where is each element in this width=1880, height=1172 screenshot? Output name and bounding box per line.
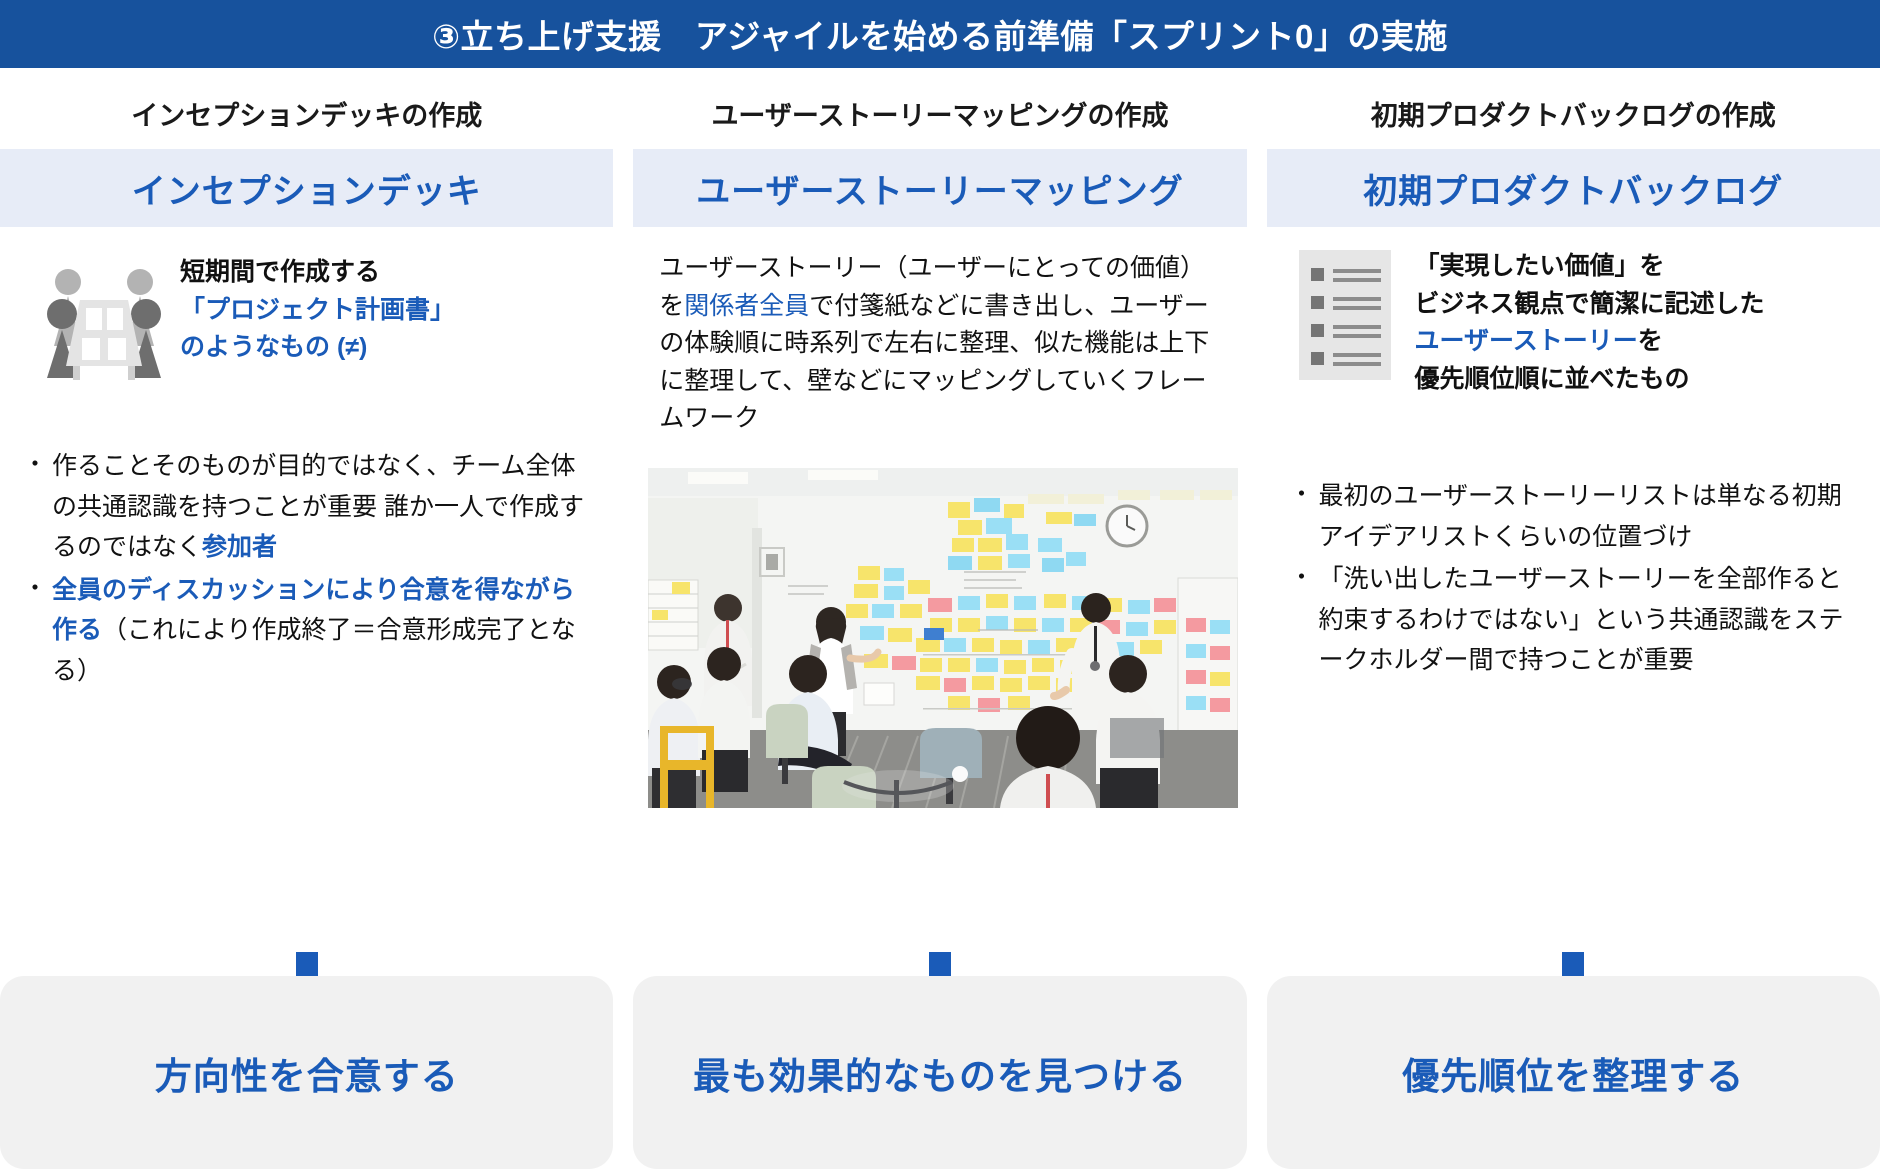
list-item: ・ 全員のディスカッションにより合意を得ながら作る（これにより作成終了＝合意形成… [18,570,595,692]
column-initial-product-backlog: 初期プロダクトバックログの作成 初期プロダクトバックログ [1266,68,1880,1172]
lead-segment-plain: ユーザーストーリー（ユーザーにとっての価値）を [659,254,1206,320]
column-inception-deck: インセプションデッキの作成 インセプションデッキ [0,68,614,1172]
bullet-segment-plain: （これにより作成終了＝合意形成完了となる） [52,616,576,685]
meeting-table-icon [44,260,164,385]
column-band-label: ユーザーストーリーマッピング [696,172,1184,211]
bullet-dot-icon: ・ [23,574,47,602]
lead-line-plain: 短期間で作成する [180,258,381,286]
list-item-text: 最初のユーザーストーリーリストは単なる初期アイデアリストくらいの位置づけ [1318,482,1842,551]
result-label: 方向性を合意する [154,1055,459,1097]
user-story-mapping-workshop-photo [648,468,1239,808]
bullet-dot-icon: ・ [23,451,47,478]
bullet-segment-highlight: 参加者 [202,533,278,561]
result-label: 最も効果的なものを見つける [693,1055,1187,1097]
column-heading: ユーザーストーリーマッピングの作成 [711,101,1169,131]
result-label: 優先順位を整理する [1402,1055,1745,1097]
column-lead-text: 「実現したい価値」を ビジネス観点で簡潔に記述した ユーザーストーリーを 優先順… [1415,248,1765,398]
columns-container: インセプションデッキの作成 インセプションデッキ [0,68,1880,1172]
bullet-segment-highlight: 全員のディスカッションにより合意を得ながら作る [52,575,575,645]
result-box: 優先順位を整理する [1266,976,1880,1169]
column-intro: 短期間で作成する 「プロジェクト計画書」 のようなもの (≠) [0,254,613,385]
column-band-label: インセプションデッキ [131,172,482,211]
lead-line-mixed: ユーザーストーリーを [1415,323,1765,361]
list-item: ・ 「洗い出したユーザーストーリーを全部作ると約束するわけではない」という共通認… [1285,559,1862,681]
lead-line-plain-3: 優先順位順に並べたもの [1414,364,1690,393]
column-intro: ユーザーストーリー（ユーザーにとっての価値）を関係者全員で付箋紙などに書き出し、… [633,250,1246,438]
column-bullet-list: ・ 作ることそのものが目的ではなく、チーム全体の共通認識を持つことが重要 誰か一… [0,446,613,693]
column-band-label: 初期プロダクトバックログ [1363,172,1784,211]
column-lead-text: ユーザーストーリー（ユーザーにとっての価値）を関係者全員で付箋紙などに書き出し、… [659,250,1220,438]
result-box: 最も効果的なものを見つける [633,976,1247,1169]
bullet-dot-icon: ・ [1289,564,1314,591]
lead-segment-highlight: ユーザーストーリー [1414,327,1638,355]
lead-line-highlight-2: のようなもの (≠) [180,333,368,361]
lead-line-plain: 「実現したい価値」を [1414,252,1665,280]
lead-segment-plain-2: で付箋紙などに書き出し、ユーザーの体験順に時系列で左右に整理、似た機能は上下に整… [659,291,1210,433]
lead-line-plain-2: ビジネス観点で簡潔に記述した [1414,289,1765,318]
column-divider [1247,68,1267,1172]
column-band: 初期プロダクトバックログ [1266,149,1880,227]
list-item: ・ 作ることそのものが目的ではなく、チーム全体の共通認識を持つことが重要 誰か一… [18,446,595,568]
list-item-text: 全員のディスカッションにより合意を得ながら作る（これにより作成終了＝合意形成完了… [52,570,595,692]
column-bullet-list: ・ 最初のユーザーストーリーリストは単なる初期アイデアリストくらいの位置づけ ・… [1267,476,1880,683]
column-heading: インセプションデッキの作成 [131,101,483,131]
column-intro: 「実現したい価値」を ビジネス観点で簡潔に記述した ユーザーストーリーを 優先順… [1267,248,1880,398]
lead-segment-suffix: を [1637,327,1663,355]
checklist-document-icon [1295,250,1395,385]
column-heading: 初期プロダクトバックログの作成 [1370,101,1776,131]
column-divider [613,68,633,1172]
column-band: インセプションデッキ [0,149,614,227]
column-lead-text: 短期間で作成する 「プロジェクト計画書」 のようなもの (≠) [180,254,455,367]
bullet-segment-plain: 作ることそのものが目的ではなく、チーム全体の共通認識を持つことが重要 誰か一人で… [52,452,584,561]
column-user-story-mapping: ユーザーストーリーマッピングの作成 ユーザーストーリーマッピング ユーザーストー… [633,68,1247,1172]
list-item-text: 「洗い出したユーザーストーリーを全部作ると約束するわけではない」という共通認識を… [1318,565,1844,674]
column-band: ユーザーストーリーマッピング [633,149,1247,227]
page-header-bar: ③立ち上げ支援 アジャイルを始める前準備「スプリント0」の実施 [0,0,1880,68]
list-item-text: 作ることそのものが目的ではなく、チーム全体の共通認識を持つことが重要 誰か一人で… [52,446,595,568]
lead-segment-highlight: 関係者全員 [684,291,810,320]
lead-line-highlight: 「プロジェクト計画書」 [180,295,456,324]
list-item: ・ 最初のユーザーストーリーリストは単なる初期アイデアリストくらいの位置づけ [1285,476,1862,557]
result-box: 方向性を合意する [0,976,614,1169]
bullet-dot-icon: ・ [1289,481,1314,508]
page-title: ③立ち上げ支援 アジャイルを始める前準備「スプリント0」の実施 [432,18,1448,55]
